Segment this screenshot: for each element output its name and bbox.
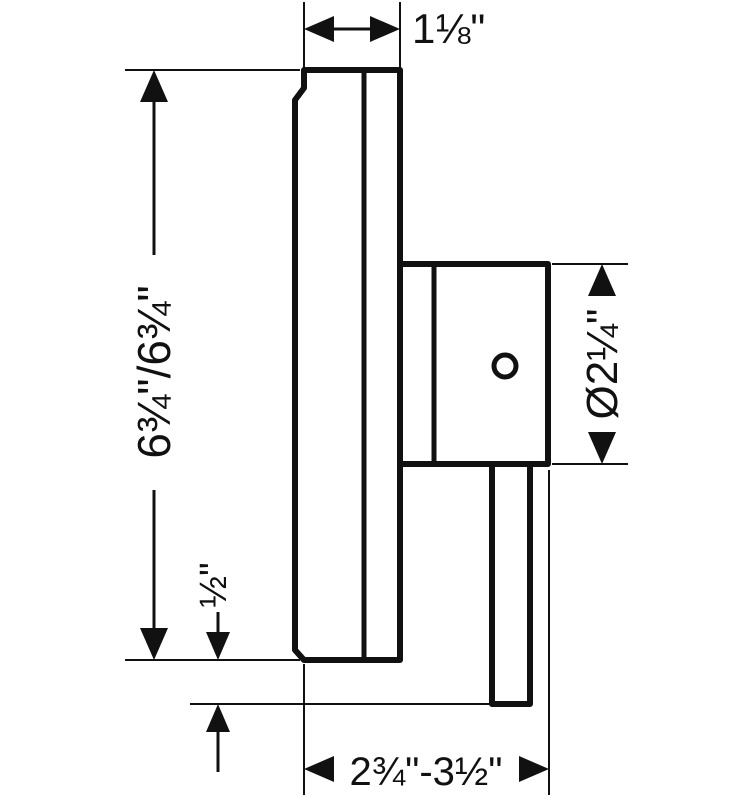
diameter-label: Ø2¼" [578,308,627,419]
set-screw-hole [491,352,519,380]
diameter-dimension: Ø2¼" [552,263,628,465]
handle-body [397,261,551,467]
projection-label: 2¾"-3½" [350,750,503,794]
offset-dimension: ½" [190,562,492,772]
projection-dimension: 2¾"-3½" [303,470,550,795]
height-label: 6¾"/6¾" [128,285,180,458]
depth-label: 1⅛" [412,5,485,52]
offset-label: ½" [193,562,235,607]
height-dimension: 6¾"/6¾" [125,69,300,661]
depth-dimension: 1⅛" [303,2,485,68]
trim-plate [292,67,403,663]
handle-lever [489,461,533,707]
